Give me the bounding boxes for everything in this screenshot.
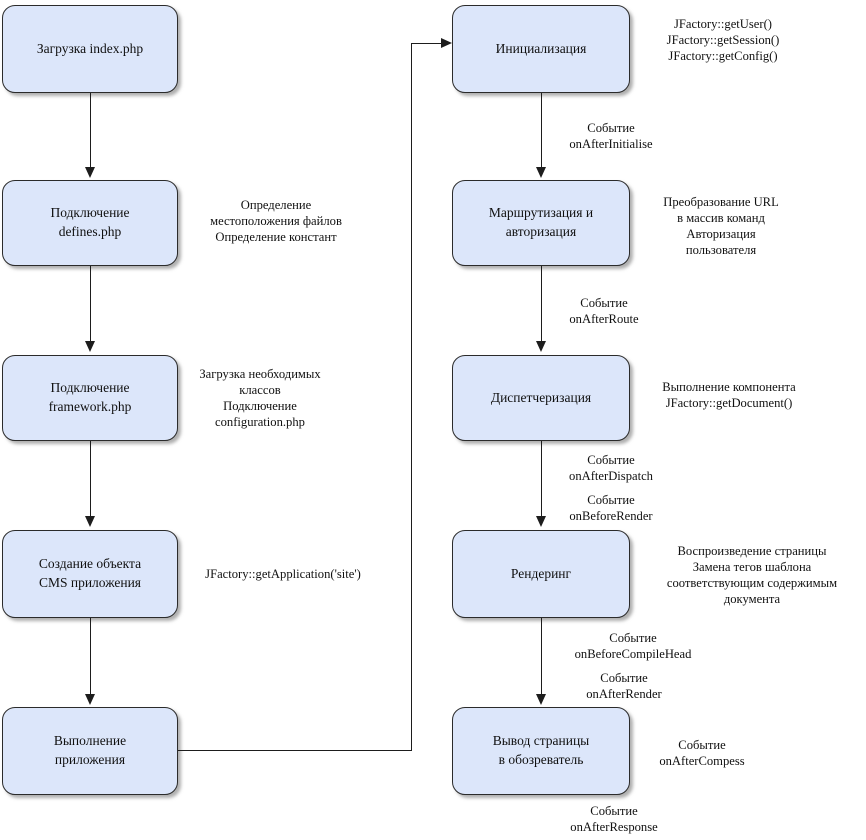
note-dispatch-description: Выполнение компонента JFactory::getDocum… [662,380,796,411]
note-framework-description: Загрузка необходимых классов Подключение… [199,367,321,430]
event-label-on-after-dispatch: Событие onAfterDispatch [569,453,653,484]
node-route-auth[interactable]: Маршрутизация и авторизация [452,180,630,266]
arrowhead-defines-to-framework [85,341,95,352]
note-defines-description: Определение местоположения файлов Опреде… [210,198,342,245]
connector-render-to-output [541,618,542,694]
connector-dispatch-to-render [541,441,542,516]
node-load-index[interactable]: Загрузка index.php [2,5,178,93]
arrowhead-render-to-output [536,694,546,705]
connector-initialise-to-route [541,93,542,168]
arrowhead-dispatch-to-render [536,516,546,527]
node-render[interactable]: Рендеринг [452,530,630,618]
note-compress-event: Событие onAfterCompess [659,738,745,769]
event-label-on-before-render: Событие onBeforeRender [569,493,653,524]
connector-index-to-defines [90,93,91,168]
event-label-on-before-compile-head: Событие onBeforeCompileHead [574,631,692,662]
feedback-path-horizontal-top [411,43,441,44]
note-initialise-description: JFactory::getUser() JFactory::getSession… [666,17,780,64]
feedback-path-vertical [411,43,412,751]
arrowhead-route-to-dispatch [536,341,546,352]
node-run-app[interactable]: Выполнение приложения [2,707,178,795]
node-include-defines[interactable]: Подключение defines.php [2,180,178,266]
node-initialise[interactable]: Инициализация [452,5,630,93]
note-route-description: Преобразование URL в массив команд Автор… [663,195,779,258]
event-label-on-after-route: Событие onAfterRoute [569,296,639,327]
arrowhead-index-to-defines [85,167,95,178]
arrowhead-initialise-to-route [536,167,546,178]
node-output[interactable]: Вывод страницы в обозреватель [452,707,630,795]
connector-defines-to-framework [90,266,91,341]
event-label-on-after-initialise: Событие onAfterInitialise [569,121,653,152]
note-render-description: Воспроизведение страницы Замена тегов ша… [666,544,838,607]
node-create-cms-app[interactable]: Создание объекта CMS приложения [2,530,178,618]
node-dispatch[interactable]: Диспетчеризация [452,355,630,441]
event-label-on-after-render: Событие onAfterRender [586,671,662,702]
node-include-framework[interactable]: Подключение framework.php [2,355,178,441]
note-cms-app-description: JFactory::getApplication('site') [205,567,361,581]
connector-cmsapp-to-runapp [90,618,91,694]
connector-framework-to-cmsapp [90,441,91,516]
arrowhead-framework-to-cmsapp [85,516,95,527]
arrowhead-cmsapp-to-runapp [85,694,95,705]
connector-route-to-dispatch [541,266,542,341]
feedback-path-horizontal-bottom [178,750,412,751]
event-label-on-after-response: Событие onAfterResponse [570,804,658,835]
arrowhead-feedback-to-initialise [441,38,452,48]
